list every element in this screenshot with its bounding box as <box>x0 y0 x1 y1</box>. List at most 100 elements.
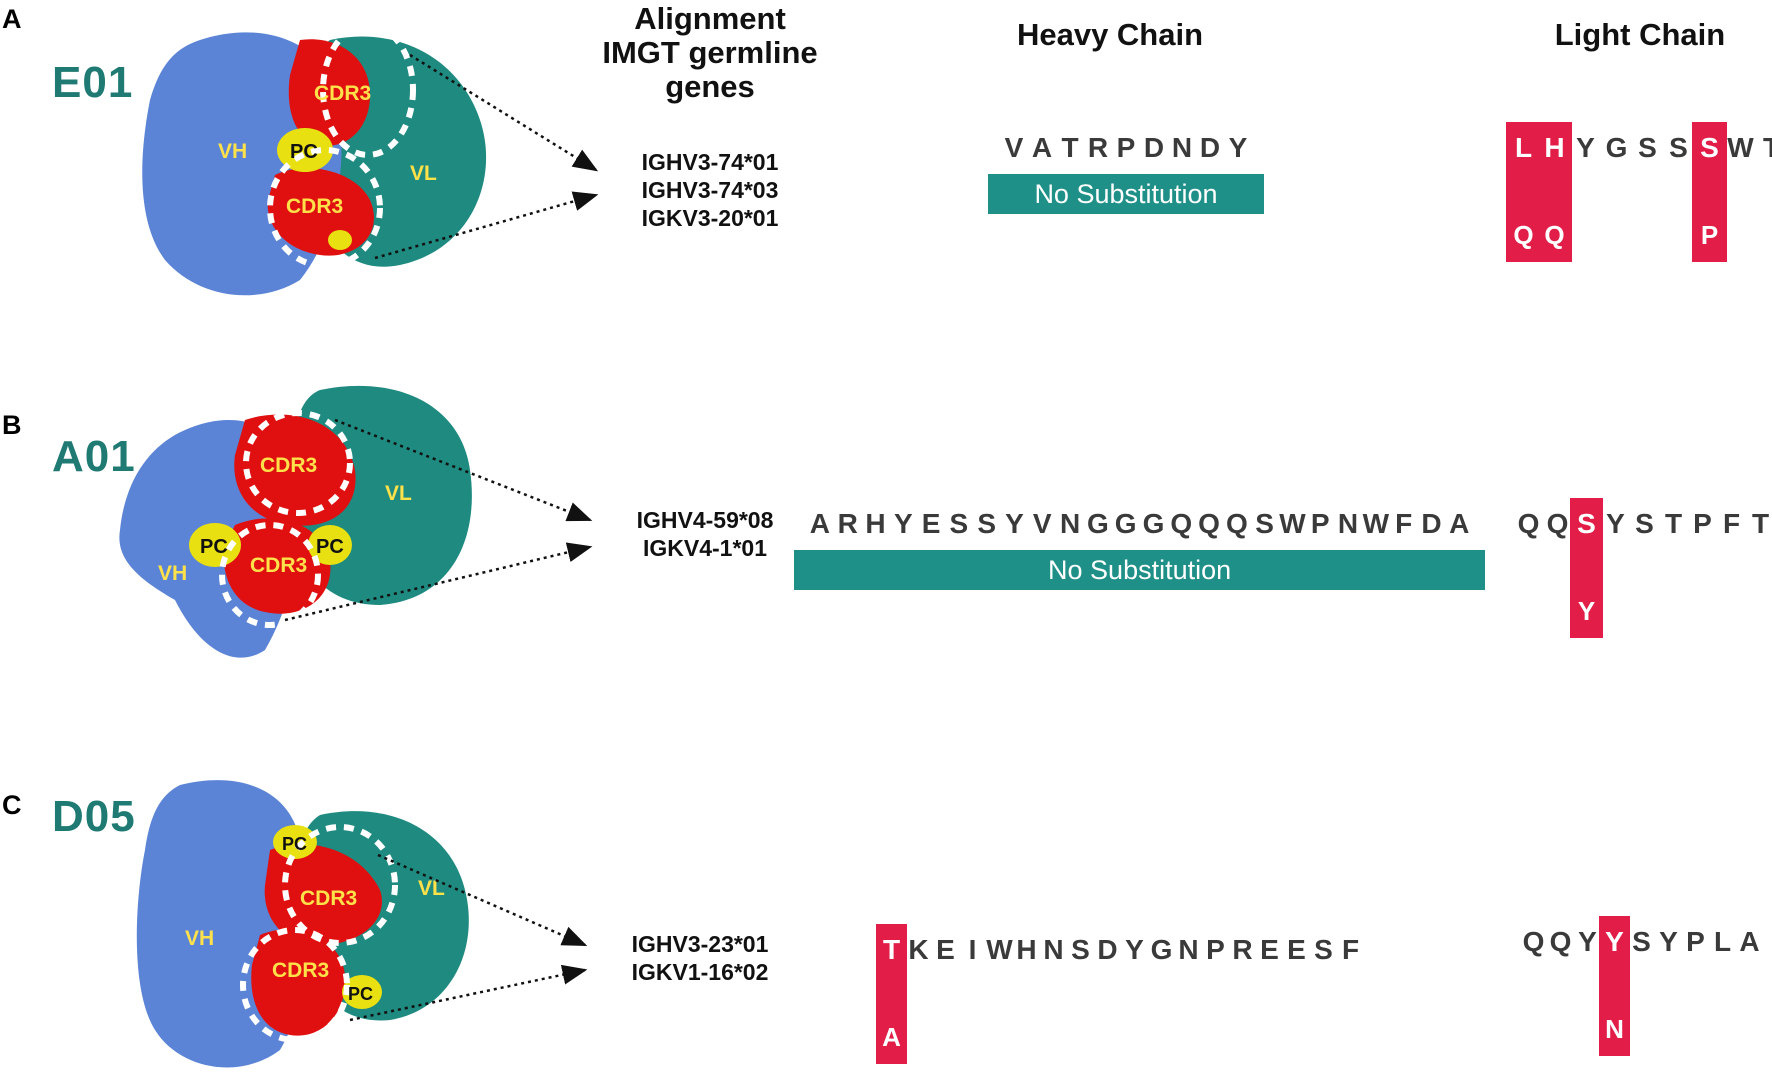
residue: F <box>1341 934 1360 965</box>
residue: S <box>1632 926 1651 957</box>
pc-label: PC <box>316 536 344 558</box>
residue: S <box>1314 934 1333 965</box>
residue: Y <box>1606 508 1625 539</box>
germline-genes-d05: IGHV3-23*01 IGKV1-16*02 <box>600 930 800 986</box>
gene: IGKV4-1*01 <box>642 535 767 561</box>
residue: T <box>1061 132 1079 163</box>
residue: Y <box>1576 132 1595 163</box>
residue: R <box>1232 934 1253 965</box>
residue: P <box>1686 926 1705 957</box>
residue: H <box>865 508 886 539</box>
residue: S <box>949 508 969 539</box>
substitution-box: Y <box>1570 498 1603 638</box>
residue: H <box>1544 132 1565 163</box>
residue: G <box>1150 934 1173 965</box>
residue: Q <box>1517 508 1540 539</box>
light-chain-header: Light Chain <box>1554 17 1726 52</box>
residue: L <box>1713 926 1732 957</box>
residue: A <box>1739 926 1760 957</box>
arrow <box>349 964 588 1022</box>
residue: D <box>1421 508 1442 539</box>
residue: Y <box>1125 934 1144 965</box>
substituted-residue: A <box>882 1022 901 1052</box>
substituted-residue: Q <box>1513 220 1534 250</box>
arrow <box>409 53 599 172</box>
substitution-box: Q <box>1537 122 1572 262</box>
residue: Y <box>1578 926 1597 957</box>
residue: T <box>1762 132 1772 163</box>
pc-region <box>342 975 382 1009</box>
residue: P <box>1206 934 1225 965</box>
arrow <box>284 542 593 622</box>
gene: IGKV3-20*01 <box>641 205 779 231</box>
panel-letter-a: A <box>2 4 22 34</box>
substitution-box: P <box>1692 122 1727 262</box>
residue: Q <box>1546 508 1569 539</box>
cdr3-label: CDR3 <box>260 454 317 477</box>
residue: G <box>1142 508 1165 539</box>
residue: Y <box>1659 926 1678 957</box>
residue: E <box>921 508 941 539</box>
residue: P <box>1310 508 1330 539</box>
residue: D <box>1143 132 1165 163</box>
arrow <box>374 191 599 260</box>
residue: S <box>1638 132 1657 163</box>
residue: G <box>1605 132 1628 163</box>
residue: I <box>968 934 977 965</box>
pc-region <box>273 825 317 859</box>
substituted-residue: N <box>1605 1014 1624 1044</box>
residue: W <box>1727 132 1754 163</box>
germline-genes-e01: IGHV3-74*01 IGHV3-74*03 IGKV3-20*01 <box>600 148 820 232</box>
residue: Y <box>1605 926 1624 957</box>
residue: N <box>1171 132 1193 163</box>
residue: K <box>908 934 929 965</box>
residue: A <box>809 508 831 539</box>
vh-label: VH <box>218 140 247 163</box>
panel-letter-c: C <box>2 790 22 820</box>
gene: IGHV4-59*08 <box>636 507 774 533</box>
residue: W <box>1279 508 1306 539</box>
cdr3-heavy-region <box>264 844 382 945</box>
alignment-header: Alignment IMGT germline genes <box>560 2 860 104</box>
residue: W <box>1362 508 1390 539</box>
residue: E <box>1287 934 1306 965</box>
residue: S <box>1669 132 1688 163</box>
residue: N <box>1059 508 1081 539</box>
gene: IGKV1-16*02 <box>631 959 769 985</box>
vh-label: VH <box>185 927 214 950</box>
pc-label: PC <box>282 834 307 854</box>
residue: P <box>1693 508 1712 539</box>
gene: IGHV3-23*01 <box>631 931 769 957</box>
residue: A <box>1449 508 1470 539</box>
residue: E <box>936 934 955 965</box>
residue: Q <box>1225 508 1248 539</box>
residue: S <box>1635 508 1654 539</box>
germline-genes-a01: IGHV4-59*08 IGKV4-1*01 <box>600 506 810 562</box>
residue: N <box>1178 934 1199 965</box>
substituted-residue: P <box>1700 220 1719 250</box>
antibody-name-a01: A01 <box>52 432 136 481</box>
cdr3-label: CDR3 <box>250 554 307 577</box>
alignment-header-line1: Alignment <box>634 1 786 36</box>
residue: S <box>1577 508 1596 539</box>
residue: D <box>1199 132 1221 163</box>
gene: IGHV3-74*01 <box>641 149 779 175</box>
cdr3-label: CDR3 <box>286 195 343 218</box>
residue: T <box>1664 508 1683 539</box>
substitution-box: Q <box>1506 122 1541 262</box>
residue: E <box>1260 934 1279 965</box>
residue: Q <box>1522 926 1545 957</box>
substitution-box: A <box>876 924 907 1064</box>
residue: A <box>1031 132 1053 163</box>
residue: F <box>1395 508 1413 539</box>
pc-label: PC <box>348 984 373 1004</box>
